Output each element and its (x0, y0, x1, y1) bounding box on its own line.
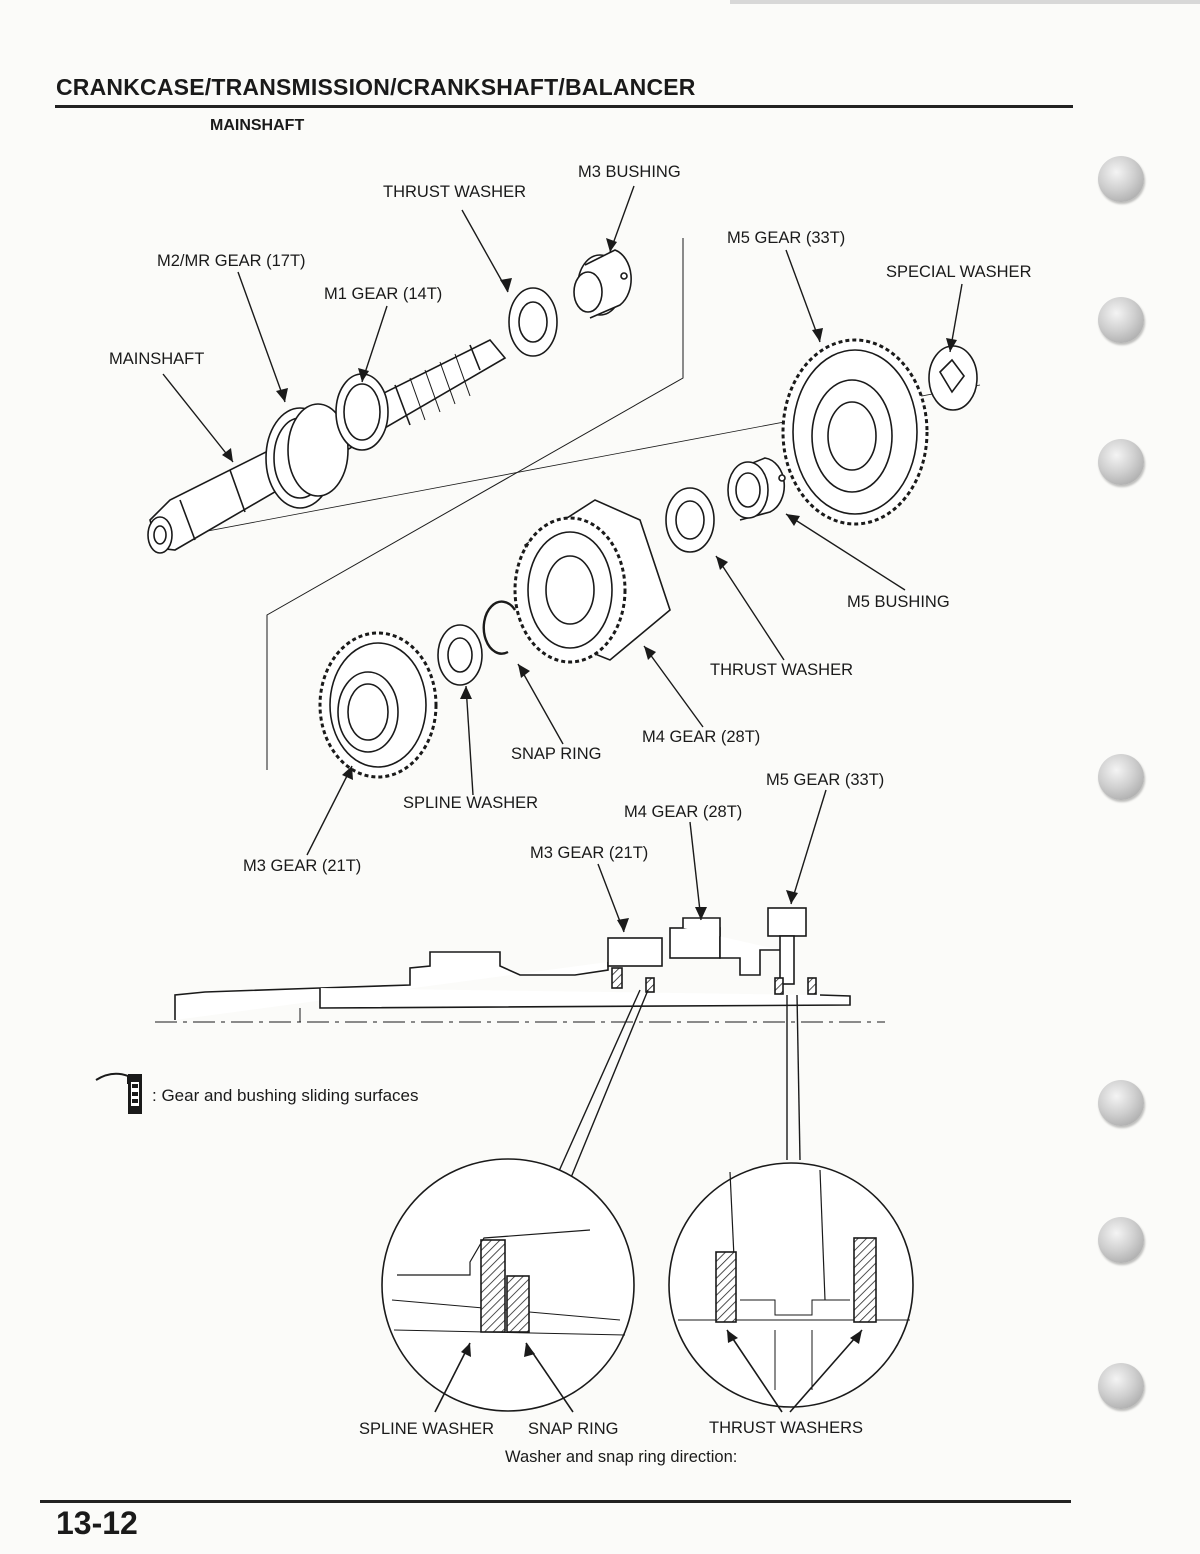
label-spline-washer: SPLINE WASHER (403, 794, 538, 812)
label-thrust-washer-mid: THRUST WASHER (710, 661, 853, 679)
binder-tab-4 (1098, 754, 1144, 800)
m4-gear-exploded (513, 499, 671, 664)
thrust-washer-mid (665, 487, 715, 553)
section-title: MAINSHAFT (210, 117, 305, 134)
label-snap-ring: SNAP RING (511, 745, 601, 763)
m5-bushing (727, 457, 786, 521)
m3-gear-exploded (318, 631, 438, 779)
leader-lines-exploded (162, 185, 963, 856)
binder-tab-7 (1098, 1363, 1144, 1409)
binder-tab-6 (1098, 1217, 1144, 1263)
m2mr-gear (265, 403, 349, 509)
spline-washer-exploded (437, 624, 483, 686)
special-washer (928, 345, 978, 411)
detail-circle-left (381, 1158, 635, 1413)
cross-section-view (155, 907, 885, 1023)
detail-circle-right (668, 1162, 914, 1413)
thrust-washer-top (508, 287, 558, 357)
label-detail-snap-ring: SNAP RING (528, 1420, 618, 1438)
oil-can-icon (95, 1072, 142, 1114)
label-m3-bushing: M3 BUSHING (578, 163, 681, 181)
m3-bushing (573, 249, 632, 319)
m5-gear-exploded (781, 338, 929, 526)
leader-lines-section (554, 789, 827, 1181)
arrowheads (222, 238, 957, 1357)
label-m5-gear-section: M5 GEAR (33T) (766, 771, 884, 789)
label-m5-bushing: M5 BUSHING (847, 593, 950, 611)
label-m3-gear-exploded: M3 GEAR (21T) (243, 857, 361, 875)
label-detail-spline-washer: SPLINE WASHER (359, 1420, 494, 1438)
binder-tab-2 (1098, 297, 1144, 343)
snap-ring-exploded (482, 600, 517, 655)
exploded-view-frame (266, 238, 684, 770)
label-detail-thrust-washers: THRUST WASHERS (709, 1419, 863, 1437)
m1-gear (335, 373, 389, 451)
binder-tab-3 (1098, 439, 1144, 485)
detail-caption: Washer and snap ring direction: (505, 1448, 737, 1466)
legend-text: : Gear and bushing sliding surfaces (152, 1086, 419, 1105)
header-rule (55, 105, 1073, 108)
label-special-washer: SPECIAL WASHER (886, 263, 1032, 281)
label-mainshaft: MAINSHAFT (109, 350, 204, 368)
label-m4-gear-section: M4 GEAR (28T) (624, 803, 742, 821)
label-m3-gear-section: M3 GEAR (21T) (530, 844, 648, 862)
page-top-edge (730, 0, 1200, 4)
binder-tab-1 (1098, 156, 1144, 202)
binder-tab-5 (1098, 1080, 1144, 1126)
label-m2mr-gear: M2/MR GEAR (17T) (157, 252, 306, 270)
page-title: CRANKCASE/TRANSMISSION/CRANKSHAFT/BALANC… (56, 74, 696, 100)
label-thrust-washer-top: THRUST WASHER (383, 183, 526, 201)
label-m5-gear-top: M5 GEAR (33T) (727, 229, 845, 247)
label-m4-gear-exploded: M4 GEAR (28T) (642, 728, 760, 746)
page-number: 13-12 (56, 1505, 138, 1541)
label-m1-gear: M1 GEAR (14T) (324, 285, 442, 303)
footer-rule (40, 1500, 1071, 1503)
